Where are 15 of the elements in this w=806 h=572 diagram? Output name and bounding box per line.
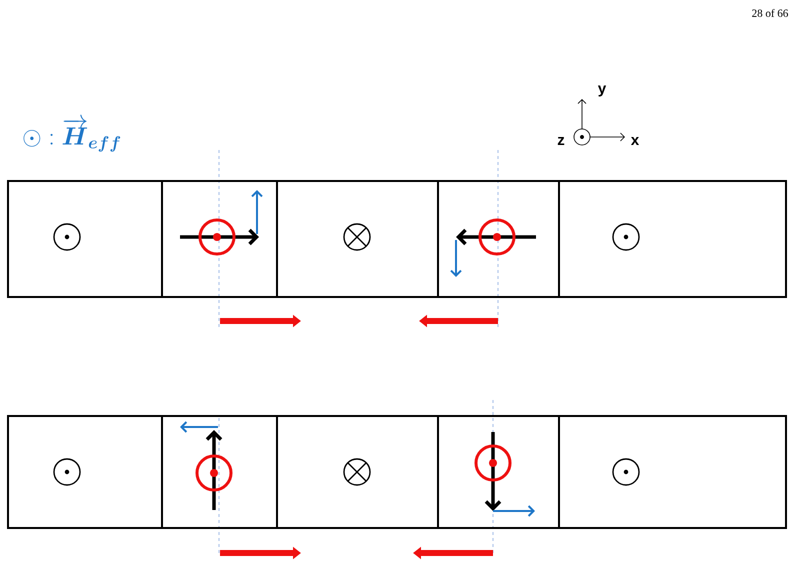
domain-cell (161, 180, 278, 298)
axis-label: z (558, 137, 564, 145)
domain-cell (276, 415, 439, 529)
domain-cell (558, 180, 787, 298)
domain-cell (161, 415, 278, 529)
page-number: 28 of 66 (752, 9, 788, 17)
domain-cell (437, 415, 560, 529)
domain-cell (7, 180, 163, 298)
axis-label: x (630, 137, 640, 145)
domain-cell (7, 415, 163, 529)
axis-label: y (598, 85, 606, 96)
domain-cell (437, 180, 560, 298)
legend-formula: $\odot : \overrightarrow{\boldsymbol{H}}_{\boldsymbol{eff}}$ (24, 114, 120, 152)
domain-cell (558, 415, 787, 529)
domain-cell (276, 180, 439, 298)
